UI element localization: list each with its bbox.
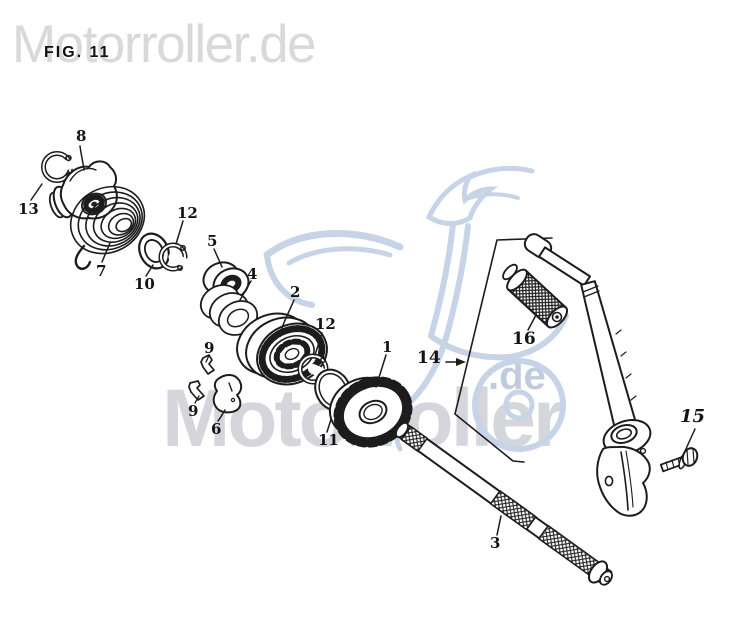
callout-12b: 12 <box>315 315 336 333</box>
callout-15: 15 <box>680 406 706 427</box>
callout-14-leader <box>445 237 553 463</box>
figure-title: FIG. 11 <box>44 44 111 61</box>
callout-2: 2 <box>290 283 301 301</box>
logo-steering-column <box>428 221 456 339</box>
part-1-gear-drawing <box>328 354 413 448</box>
callout-12a: 12 <box>177 204 198 222</box>
part-6-stopper-plate-drawing <box>212 374 243 422</box>
callout-11: 11 <box>318 431 339 449</box>
callout-7: 7 <box>96 262 107 280</box>
callout-4: 4 <box>247 265 258 283</box>
callout-6: 6 <box>211 420 222 438</box>
watermark-top-text: Motorroller.de <box>12 15 317 74</box>
callout-1: 1 <box>382 338 393 356</box>
part-16-pedal-rubber-drawing <box>502 263 569 331</box>
callout-13: 13 <box>18 200 39 218</box>
part-8-ratchet-hub-drawing <box>48 145 118 220</box>
callout-10: 10 <box>134 275 155 293</box>
part-12a-circlip-drawing <box>158 220 197 272</box>
logo-rear-body <box>507 313 569 360</box>
callout-9a: 9 <box>204 339 215 357</box>
part-3-shaft-drawing <box>395 421 613 586</box>
callout-9b: 9 <box>188 402 199 420</box>
callout-14: 14 <box>417 348 441 368</box>
logo-rear-hub <box>503 389 535 421</box>
logo-front-fender-curl <box>264 252 315 308</box>
logo-front-fender <box>263 230 404 259</box>
logo-floorboard <box>428 333 513 361</box>
part-4-friction-spring-drawing <box>199 280 259 336</box>
logo-watermark-scooter <box>263 165 569 452</box>
kick-lever-drawing <box>523 233 652 517</box>
part-7-coil-spring-drawing <box>69 185 146 270</box>
part-15-bolt-drawing <box>659 428 699 473</box>
logo-steering-column-2 <box>443 223 471 341</box>
callout-5: 5 <box>207 232 218 250</box>
logo-front-fender-inner <box>286 246 393 266</box>
part-13-circlip-drawing <box>30 151 85 201</box>
callout-8: 8 <box>76 127 87 145</box>
callout-16: 16 <box>512 329 536 349</box>
part-9-guide-pieces-drawing <box>188 354 215 404</box>
callout-3: 3 <box>490 534 501 552</box>
logo-bird-icon <box>425 165 535 226</box>
logo-rear-wheel <box>472 358 566 452</box>
